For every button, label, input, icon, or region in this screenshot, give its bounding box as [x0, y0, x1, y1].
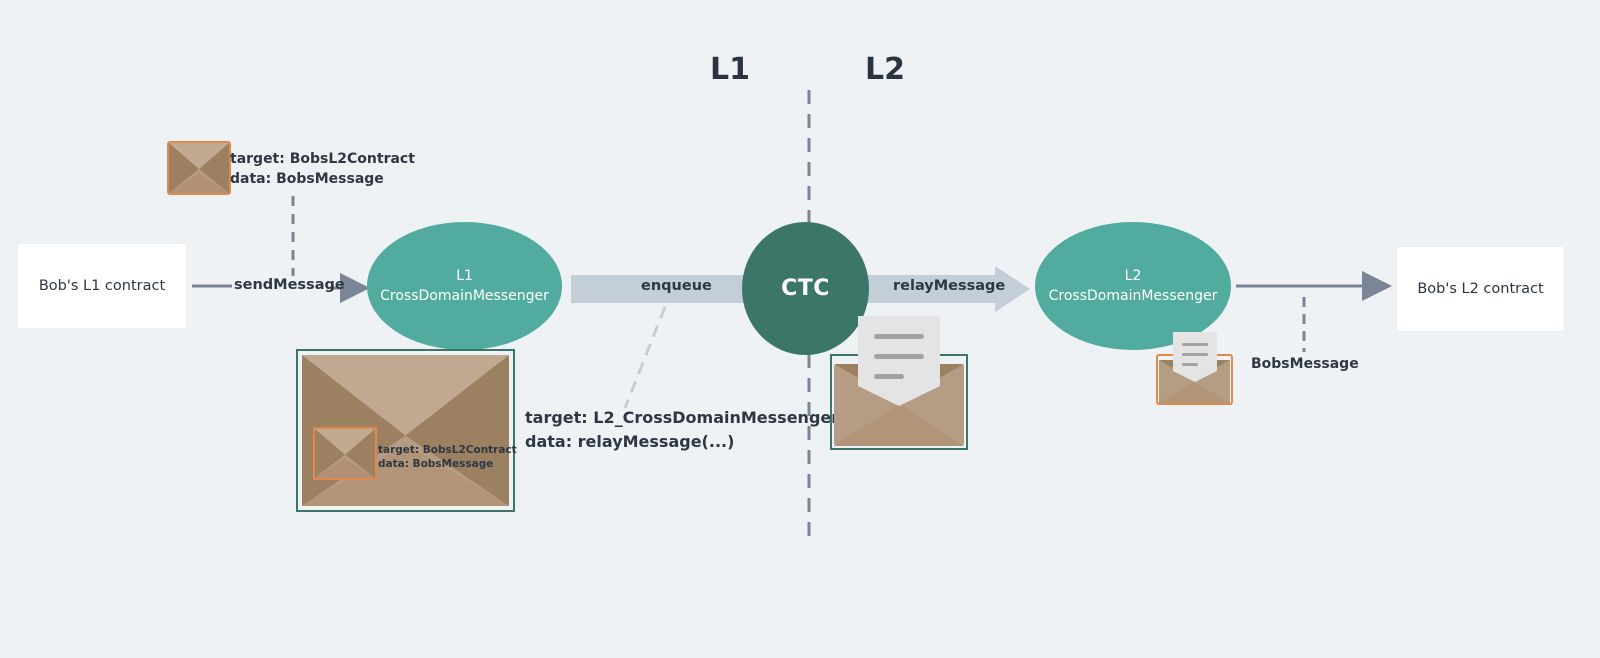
l2-messenger-line2: CrossDomainMessenger	[1048, 288, 1218, 304]
enqueue-annotation: target: L2_CrossDomainMessenger data: re…	[525, 406, 839, 454]
bob-l1-contract-label: Bob's L1 contract	[38, 278, 166, 294]
relay-message-band-arrow	[864, 266, 1030, 312]
top-envelope	[167, 141, 231, 195]
inner-envelope	[313, 427, 377, 480]
inner-envelope-caption: target: BobsL2Contract data: BobsMessage	[378, 443, 517, 471]
ctc-node: CTC	[742, 222, 869, 355]
send-message-label: sendMessage	[234, 277, 345, 293]
bob-l2-contract-label: Bob's L2 contract	[1417, 281, 1544, 297]
relay-message-label: relayMessage	[893, 278, 1006, 294]
l2-cross-domain-messenger: L2 CrossDomainMessenger	[1035, 222, 1231, 350]
envelope-icon	[169, 143, 229, 193]
bobs-message-label: BobsMessage	[1251, 356, 1359, 372]
layer-label-l2: L2	[865, 52, 905, 87]
enqueue-annotation-target: target: L2_CrossDomainMessenger	[525, 408, 840, 427]
enqueue-label: enqueue	[641, 278, 712, 294]
bob-l1-contract-box: Bob's L1 contract	[18, 244, 186, 328]
enqueue-annotation-data: data: relayMessage(...)	[525, 432, 735, 451]
top-envelope-target: target: BobsL2Contract	[230, 151, 415, 167]
inner-envelope-data: data: BobsMessage	[378, 458, 494, 470]
layer-label-l1: L1	[710, 52, 750, 87]
inner-envelope-target: target: BobsL2Contract	[378, 444, 517, 456]
l1-messenger-line2: CrossDomainMessenger	[380, 288, 549, 304]
enqueue-band	[571, 275, 751, 303]
enqueue-annotation-connector	[623, 306, 667, 409]
bob-l2-contract-box: Bob's L2 contract	[1397, 247, 1564, 331]
envelope-small-icon	[315, 429, 375, 478]
letter-document-icon	[856, 314, 942, 408]
small-letter-document-icon	[1172, 331, 1218, 383]
l2-messenger-line1: L2	[1124, 268, 1142, 284]
top-envelope-data: data: BobsMessage	[230, 171, 384, 187]
l1-cross-domain-messenger: L1 CrossDomainMessenger	[367, 222, 562, 350]
l1-messenger-line1: L1	[456, 268, 473, 284]
top-envelope-caption: target: BobsL2Contract data: BobsMessage	[230, 149, 415, 189]
